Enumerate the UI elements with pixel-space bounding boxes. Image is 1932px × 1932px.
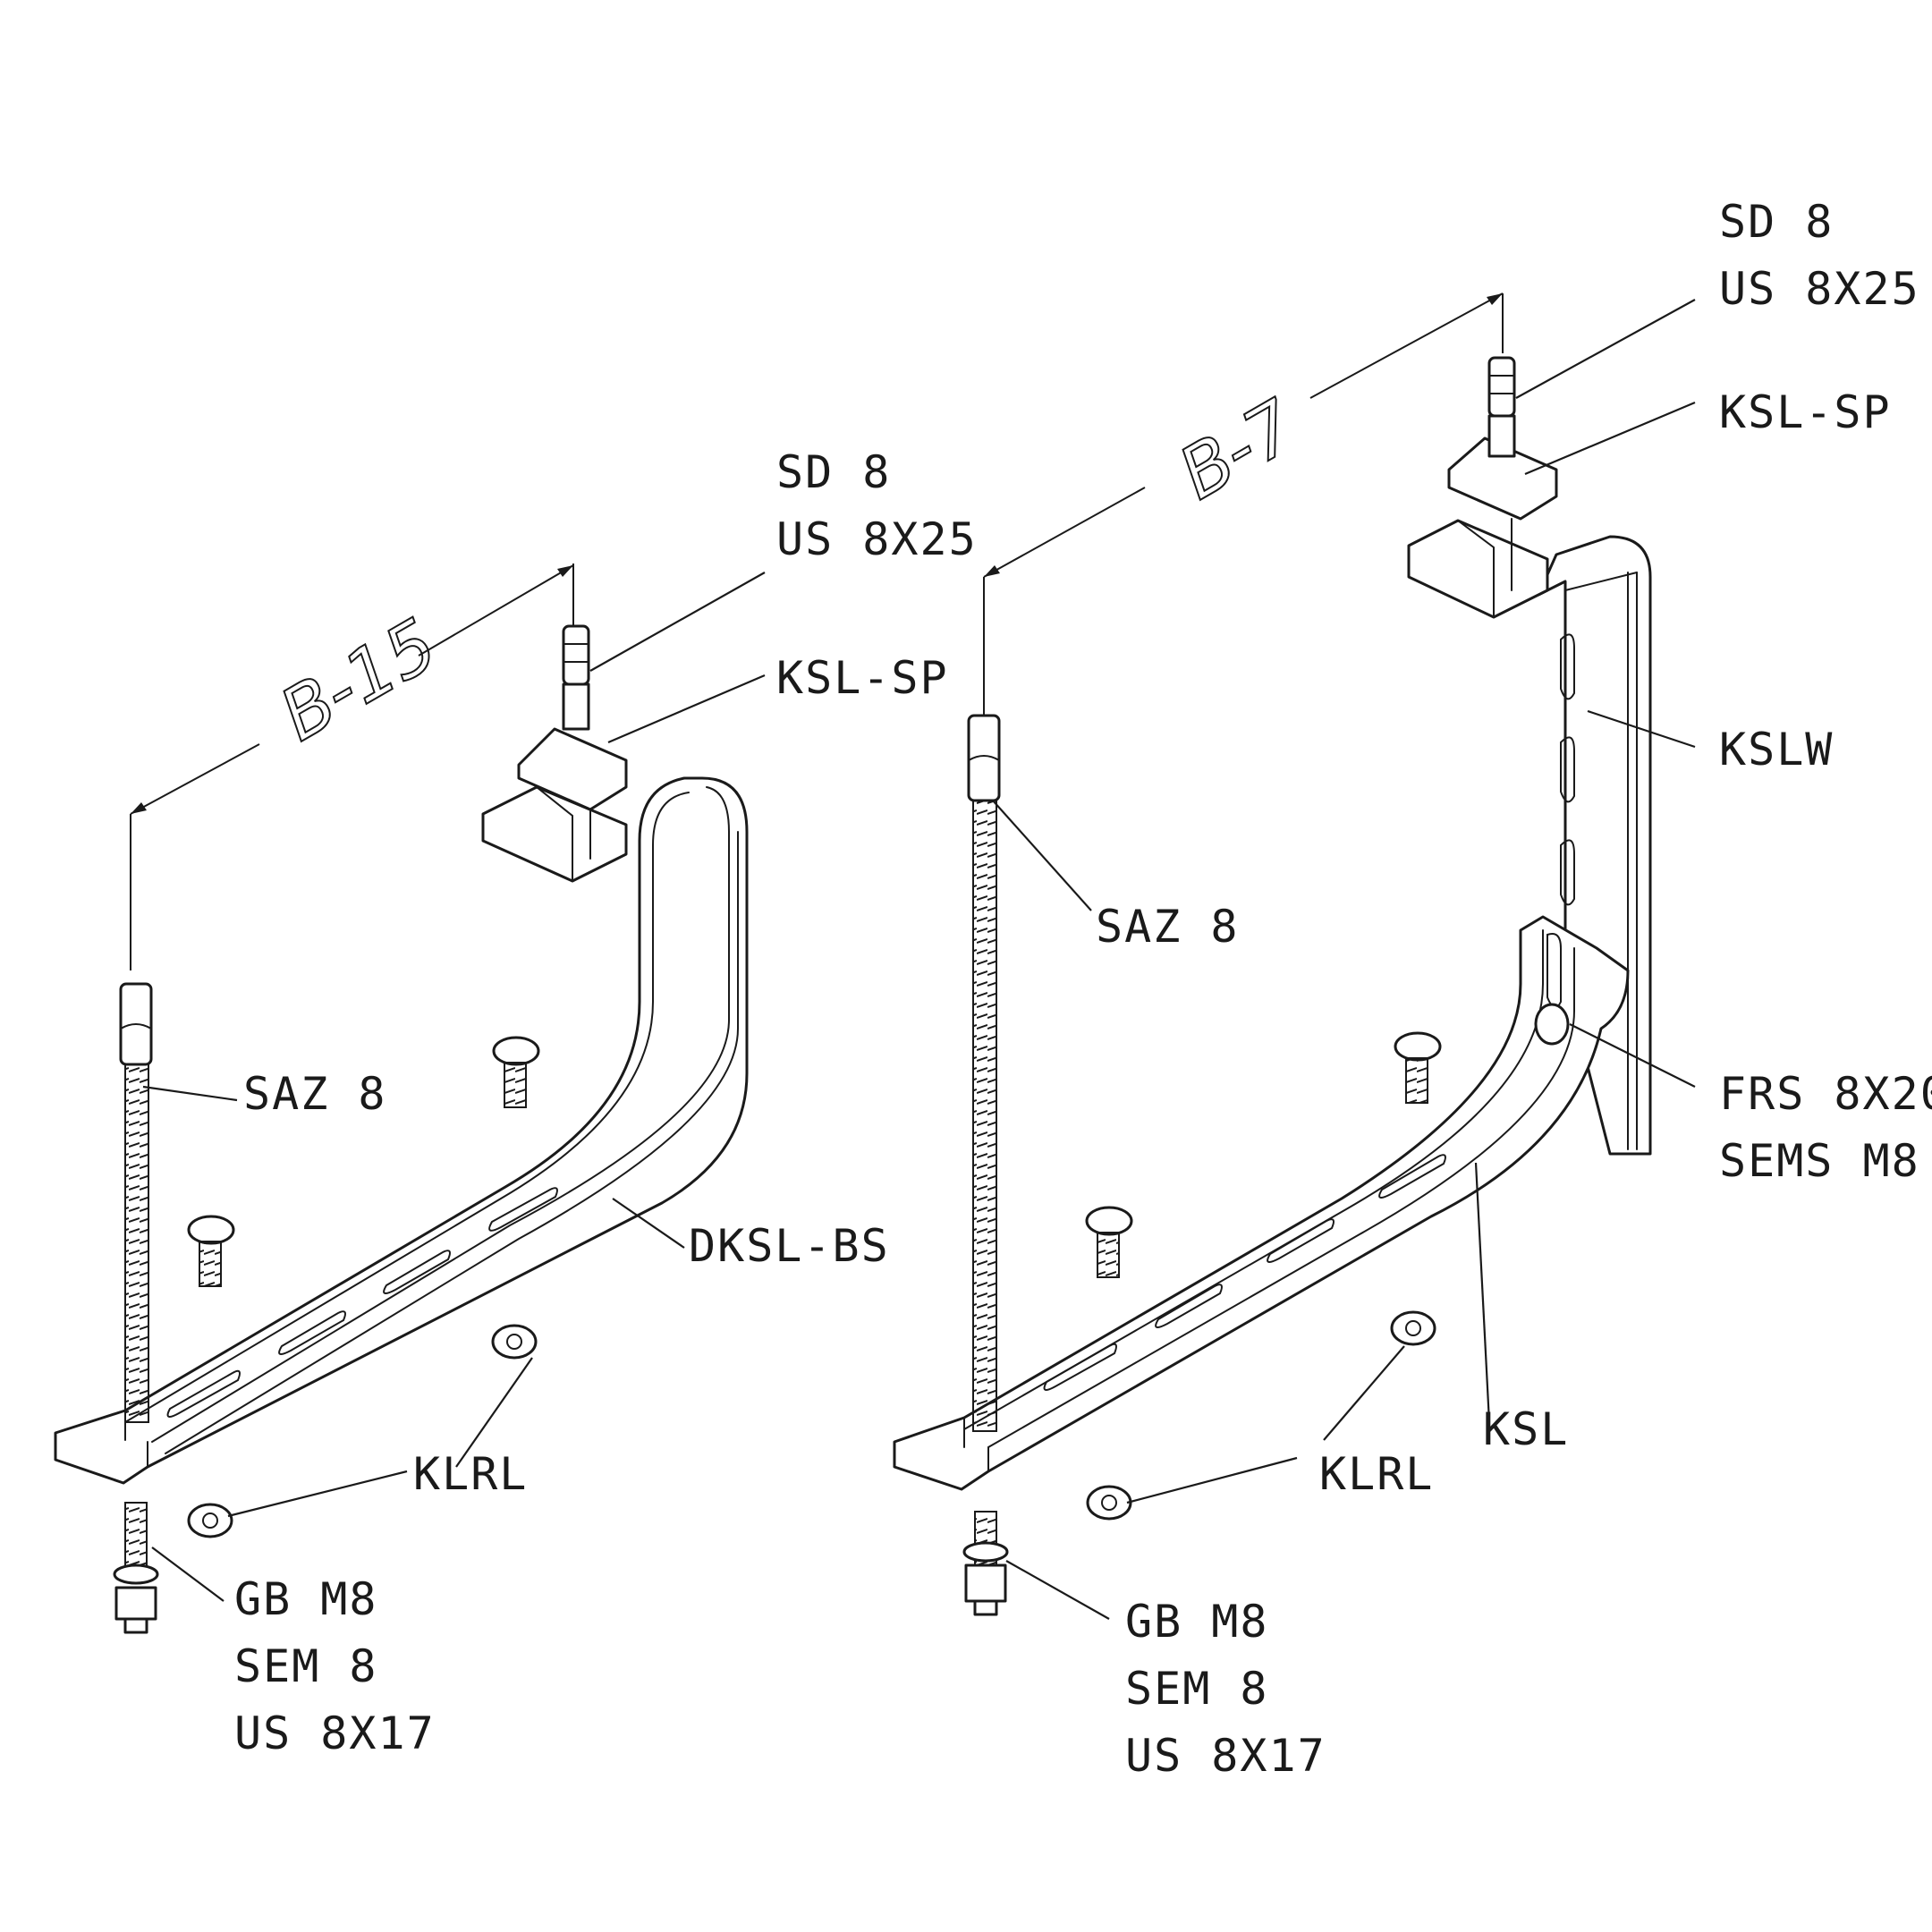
clamp-ksl-sp-left <box>481 682 628 883</box>
label-saz8-left: SAZ 8 <box>243 1068 387 1120</box>
leaders-right <box>992 299 1696 1620</box>
label-frs-8x20: FRS 8X20 <box>1719 1068 1932 1120</box>
label-gbm8-left: GB M8 <box>234 1573 378 1625</box>
label-sems-m8: SEMS M8 <box>1719 1135 1920 1187</box>
clamp-ksl-sp-right <box>1407 414 1558 619</box>
flange-nut-right-1 <box>1390 1310 1436 1346</box>
right-assembly: B-7 <box>893 196 1932 1782</box>
label-sem8-left: SEM 8 <box>234 1640 378 1692</box>
wall-rail-slots <box>1560 633 1575 906</box>
label-sd8-left: SD 8 <box>776 446 891 498</box>
threaded-rod-left <box>119 982 153 1423</box>
label-klrl-left: KLRL <box>413 1448 528 1500</box>
label-us8x17-left: US 8X17 <box>234 1707 436 1759</box>
bracket-slots <box>166 1187 558 1418</box>
nut-gb-m8-right <box>962 1511 1009 1616</box>
bracket-ksl <box>893 915 1630 1491</box>
bolt-left-2 <box>187 1215 235 1287</box>
bolt-left-1 <box>492 1036 540 1108</box>
dimension-b7: B-7 <box>983 292 1504 724</box>
dimension-label-b7: B-7 <box>1165 384 1310 515</box>
label-us8x17-right: US 8X17 <box>1125 1730 1326 1782</box>
label-dksl-bs: DKSL-BS <box>689 1220 890 1272</box>
label-klrl-right: KLRL <box>1319 1448 1434 1500</box>
left-assembly: B-15 <box>54 446 978 1759</box>
bracket-ksl-slots <box>1043 1154 1446 1391</box>
dimension-label-b15: B-15 <box>267 603 451 758</box>
label-sd8-right: SD 8 <box>1719 196 1834 248</box>
label-us8x25-left: US 8X25 <box>776 513 978 565</box>
label-gbm8-right: GB M8 <box>1125 1596 1269 1648</box>
label-us8x25-right: US 8X25 <box>1719 263 1920 315</box>
threaded-rod-right <box>967 714 1001 1432</box>
anchor-sd8-right <box>1487 356 1516 418</box>
nut-gb-m8-left <box>113 1502 159 1634</box>
bolt-frs-8x20 <box>1534 1003 1570 1046</box>
label-ksl-sp-right: KSL-SP <box>1719 386 1892 438</box>
label-sem8-right: SEM 8 <box>1125 1663 1269 1715</box>
bracket-dksl-bs <box>54 776 749 1485</box>
leaders-left <box>142 572 766 1602</box>
bolt-right-2 <box>1085 1206 1133 1278</box>
label-saz8-right: SAZ 8 <box>1096 901 1240 953</box>
dimension-b15: B-15 <box>130 564 574 970</box>
label-ksl-sp-left: KSL-SP <box>776 652 949 704</box>
label-ksl: KSL <box>1483 1403 1569 1455</box>
flange-nut-left-2 <box>187 1503 233 1538</box>
label-kslw: KSLW <box>1719 724 1834 775</box>
flange-nut-left-1 <box>491 1324 538 1360</box>
flange-nut-right-2 <box>1086 1485 1132 1521</box>
bolt-right-1 <box>1394 1031 1442 1104</box>
anchor-sd8-left <box>562 624 590 686</box>
